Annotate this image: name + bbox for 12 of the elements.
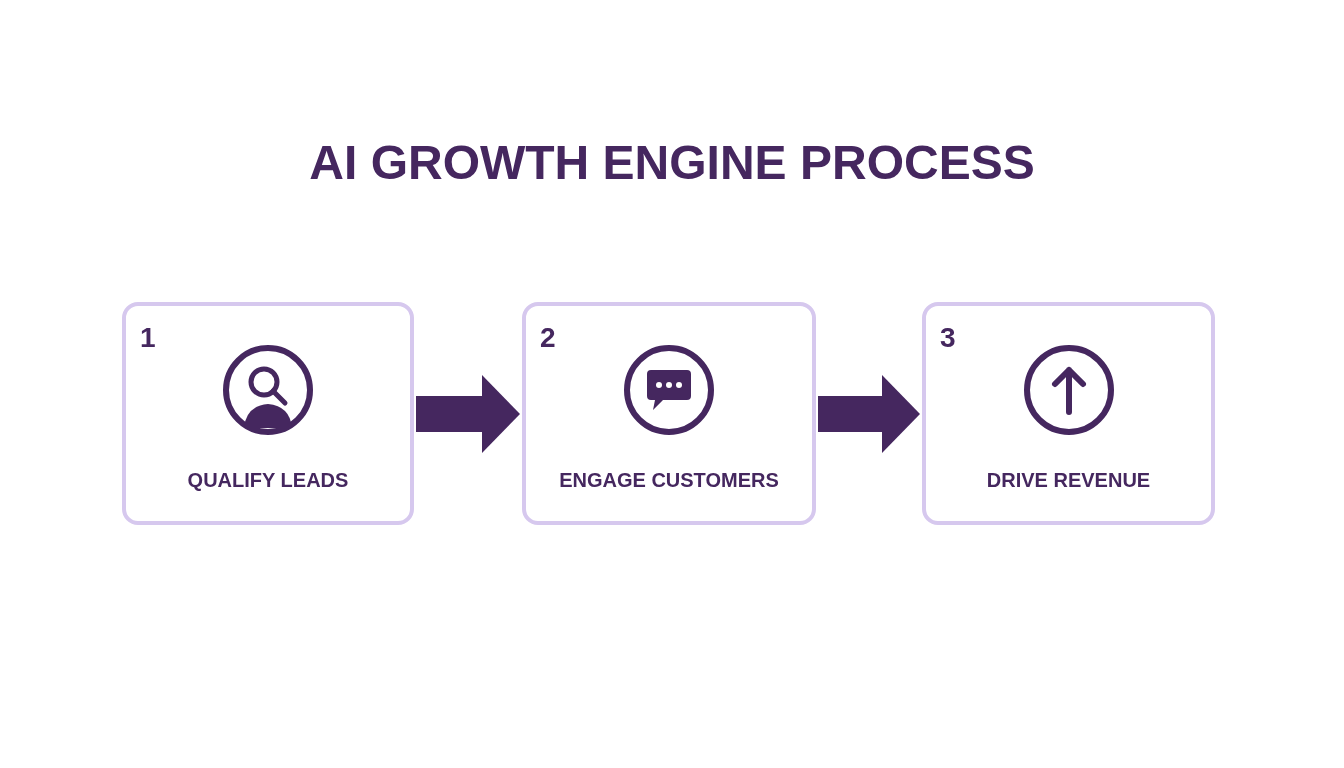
step-number: 1 (140, 324, 156, 352)
step-label: DRIVE REVENUE (986, 468, 1151, 492)
step-card (122, 302, 414, 525)
block-arrow (416, 375, 520, 453)
step-label: QUALIFY LEADS (187, 468, 349, 492)
step-card (522, 302, 816, 525)
block-arrow (818, 375, 920, 453)
step-number: 2 (540, 324, 556, 352)
diagram-title: AI GROWTH ENGINE PROCESS (309, 135, 1035, 191)
step-card (922, 302, 1215, 525)
step-label: ENGAGE CUSTOMERS (559, 468, 779, 492)
step-number: 3 (940, 324, 956, 352)
